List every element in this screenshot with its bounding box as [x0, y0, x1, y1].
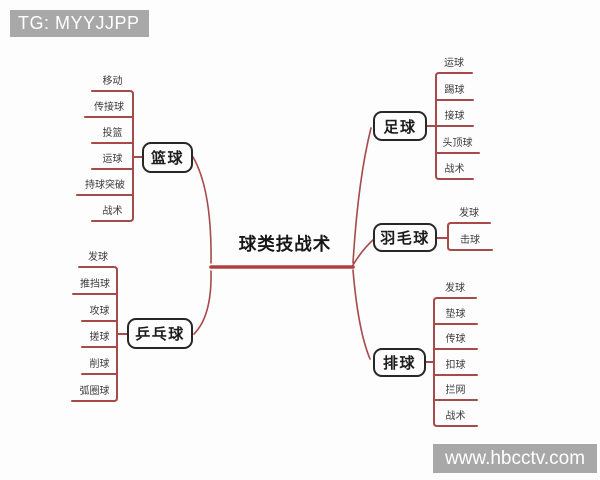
left-fan-lines	[192, 156, 212, 335]
leaf-volleyball-3[interactable]: 扣球	[445, 360, 466, 371]
leaf-basketball-5[interactable]: 战术	[102, 206, 123, 217]
watermark-bottom-right: www.hbcctv.com	[433, 444, 597, 473]
leaf-football-4[interactable]: 战术	[444, 164, 465, 175]
node-badminton[interactable]: 羽毛球	[373, 223, 437, 252]
football-branch-lines	[426, 72, 480, 180]
leaf-basketball-4[interactable]: 持球突破	[85, 180, 125, 191]
node-football[interactable]: 足球	[373, 111, 427, 141]
leaf-football-1[interactable]: 踢球	[444, 85, 465, 96]
leaf-football-2[interactable]: 接球	[444, 111, 465, 122]
leaf-table-tennis-2[interactable]: 攻球	[89, 306, 110, 317]
leaf-football-0[interactable]: 运球	[444, 58, 464, 69]
leaf-volleyball-0[interactable]: 发球	[445, 283, 465, 294]
leaf-volleyball-4[interactable]: 拦网	[445, 385, 466, 396]
node-volleyball[interactable]: 排球	[373, 348, 426, 377]
leaf-badminton-0[interactable]: 发球	[459, 208, 479, 219]
central-topic[interactable]: 球类技战术	[238, 234, 332, 254]
leaf-table-tennis-0[interactable]: 发球	[88, 252, 108, 263]
leaf-table-tennis-4[interactable]: 削球	[89, 359, 110, 370]
leaf-volleyball-1[interactable]: 垫球	[445, 309, 466, 320]
node-table-tennis[interactable]: 乒乓球	[127, 318, 193, 349]
badminton-branch-lines	[436, 222, 493, 251]
leaf-basketball-3[interactable]: 运球	[102, 154, 123, 165]
node-basketball[interactable]: 篮球	[142, 142, 193, 173]
watermark-top-left: TG: MYYJJPP	[10, 10, 149, 37]
leaf-basketball-2[interactable]: 投篮	[102, 128, 123, 139]
leaf-table-tennis-3[interactable]: 搓球	[89, 332, 110, 343]
leaf-badminton-1[interactable]: 击球	[460, 235, 480, 246]
right-fan-lines	[352, 127, 374, 360]
leaf-table-tennis-5[interactable]: 弧圈球	[79, 386, 110, 397]
volleyball-branch-lines	[425, 297, 478, 427]
leaf-basketball-0[interactable]: 移动	[102, 76, 123, 87]
table-tennis-branch-lines	[71, 266, 128, 402]
leaf-basketball-1[interactable]: 传接球	[94, 102, 124, 113]
leaf-football-3[interactable]: 头顶球	[442, 138, 473, 149]
basketball-branch-lines	[76, 90, 143, 222]
leaf-table-tennis-1[interactable]: 推挡球	[80, 279, 110, 290]
leaf-volleyball-5[interactable]: 战术	[445, 411, 466, 422]
leaf-volleyball-2[interactable]: 传球	[445, 334, 466, 345]
